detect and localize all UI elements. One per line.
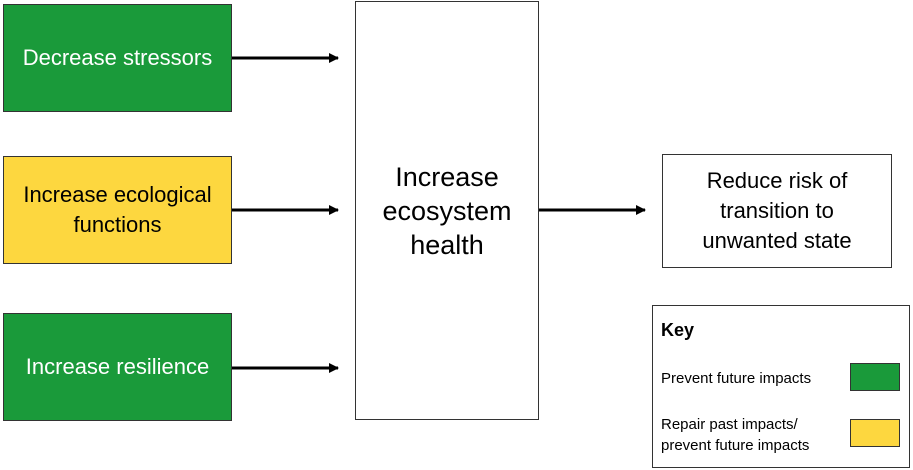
node-reduce-risk-label: Reduce risk of transition to unwanted st… — [702, 168, 852, 253]
node-increase-resilience: Increase resilience — [3, 313, 232, 421]
node-reduce-risk: Reduce risk of transition to unwanted st… — [662, 154, 892, 268]
node-decrease-stressors: Decrease stressors — [3, 4, 232, 112]
legend-title: Key — [661, 320, 695, 340]
legend: Key Prevent future impacts Repair past i… — [652, 305, 910, 468]
legend-swatch-repair — [850, 419, 900, 447]
node-increase-ecosystem-health: Increase ecosystem health — [355, 1, 539, 420]
node-increase-resilience-label: Increase resilience — [25, 354, 210, 379]
node-increase-ecosystem-health-label: Increase ecosystem health — [382, 161, 512, 260]
node-increase-ecological-functions: Increase ecological functions — [3, 156, 232, 264]
legend-label-prevent: Prevent future impacts — [661, 370, 812, 387]
node-increase-ecological-functions-label: Increase ecological functions — [23, 182, 212, 237]
legend-swatch-prevent — [850, 363, 900, 391]
node-decrease-stressors-label: Decrease stressors — [22, 45, 213, 70]
legend-label-repair: Repair past impacts/ prevent future impa… — [661, 416, 810, 454]
